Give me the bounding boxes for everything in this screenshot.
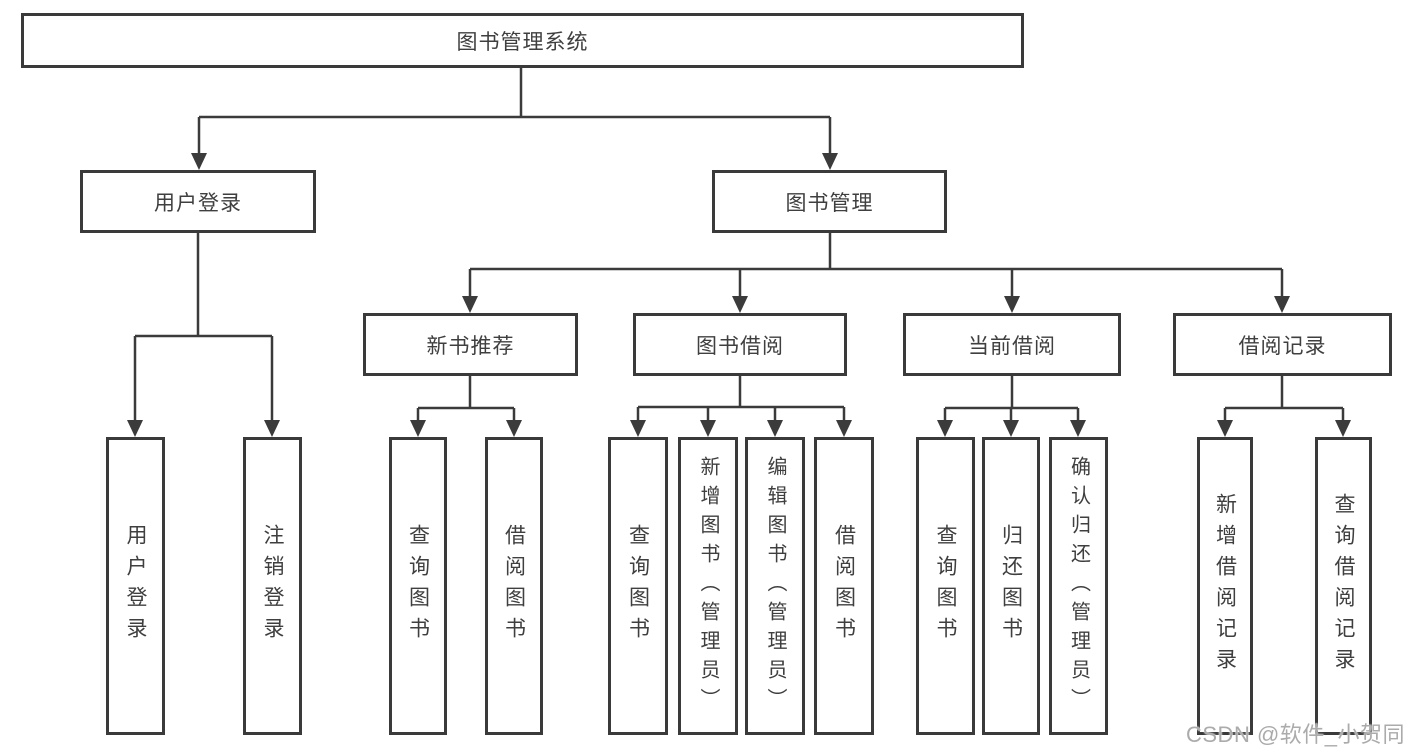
node-label: 借阅图书	[832, 524, 856, 648]
leaf-confirm-return-admin: 确认归还（管理员）	[1049, 437, 1108, 735]
node-label: 注销登录	[261, 524, 284, 648]
node-book-management: 图书管理	[712, 170, 947, 233]
node-label: 归还图书	[999, 524, 1023, 648]
leaf-add-books-admin: 新增图书（管理员）	[678, 437, 738, 735]
node-label: 查询图书	[406, 524, 430, 648]
node-current-borrowing: 当前借阅	[903, 313, 1121, 376]
node-label: 查询借阅记录	[1332, 493, 1355, 679]
node-label: 编辑图书（管理员）	[764, 455, 786, 717]
leaf-query-books-current: 查询图书	[916, 437, 975, 735]
node-label: 新增借阅记录	[1213, 493, 1237, 679]
leaf-edit-books-admin: 编辑图书（管理员）	[745, 437, 805, 735]
node-label: 新增图书（管理员）	[697, 455, 719, 717]
leaf-add-borrow-record: 新增借阅记录	[1197, 437, 1253, 735]
node-label: 查询图书	[626, 524, 650, 648]
leaf-logout: 注销登录	[243, 437, 302, 735]
node-label: 借阅记录	[1238, 334, 1327, 358]
node-library-management-system: 图书管理系统	[21, 13, 1024, 68]
node-book-borrowing: 图书借阅	[633, 313, 847, 376]
node-label: 查询图书	[934, 524, 957, 648]
node-label: 用户登录	[124, 524, 147, 648]
node-new-book-recommendation: 新书推荐	[363, 313, 578, 376]
node-label: 图书管理系统	[456, 30, 589, 54]
node-label: 当前借阅	[968, 334, 1056, 358]
node-label: 用户登录	[154, 191, 242, 215]
node-borrowing-records: 借阅记录	[1173, 313, 1392, 376]
leaf-borrow-books-recommend: 借阅图书	[485, 437, 543, 735]
leaf-query-books-borrow: 查询图书	[608, 437, 668, 735]
node-label: 新书推荐	[426, 334, 515, 358]
leaf-borrow-books: 借阅图书	[814, 437, 874, 735]
leaf-query-borrow-record: 查询借阅记录	[1315, 437, 1372, 735]
node-user-login: 用户登录	[80, 170, 316, 233]
leaf-user-login: 用户登录	[106, 437, 165, 735]
leaf-return-books: 归还图书	[982, 437, 1040, 735]
node-label: 借阅图书	[502, 524, 526, 648]
node-label: 图书借阅	[696, 334, 784, 358]
csdn-watermark: CSDN @软件_小贺同学	[1186, 722, 1405, 747]
node-label: 图书管理	[785, 191, 874, 215]
leaf-query-books-recommend: 查询图书	[389, 437, 447, 735]
node-label: 确认归还（管理员）	[1067, 455, 1090, 717]
